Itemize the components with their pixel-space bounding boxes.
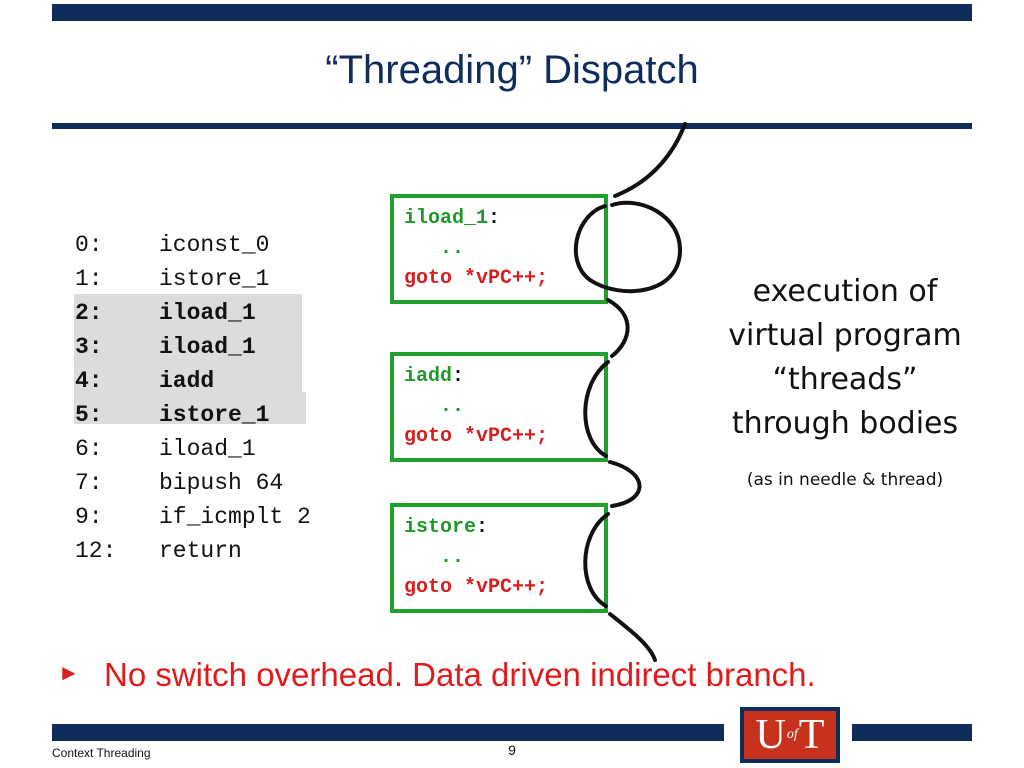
thread-segment <box>608 460 642 508</box>
note-line: through bodies <box>731 406 959 441</box>
thread-segment <box>608 612 657 662</box>
body-goto: goto *vPC++; <box>404 267 549 290</box>
bullet-text: No switch overhead. Data driven indirect… <box>104 656 816 693</box>
thread-segment <box>606 298 630 358</box>
body-istore: istore: .. goto *vPC++; <box>390 503 608 613</box>
body-colon: : <box>452 365 465 388</box>
note-line: virtual program <box>728 318 962 353</box>
body-ellipsis: .. <box>440 237 465 260</box>
logo-letter-u: U <box>755 712 786 758</box>
note: execution of virtual program “threads” t… <box>702 270 988 446</box>
thread-segment <box>583 360 610 458</box>
bytecode-instruction: bipush 64 <box>159 470 284 496</box>
body-colon: : <box>488 207 501 230</box>
title-rule <box>52 123 972 129</box>
footer-bar <box>52 724 724 741</box>
note-subtext: (as in needle & thread) <box>746 470 944 490</box>
note-line: execution of <box>752 274 938 309</box>
bytecode-offset: 2: <box>75 300 103 326</box>
body-iload-1: iload_1: .. goto *vPC++; <box>390 194 608 304</box>
body-goto: goto *vPC++; <box>404 576 549 599</box>
bytecode-instruction: istore_1 <box>159 266 270 292</box>
footer-bar <box>852 724 972 741</box>
body-label: iadd <box>404 365 453 388</box>
body-goto: goto *vPC++; <box>404 425 549 448</box>
body-label: iload_1 <box>404 207 489 230</box>
body-ellipsis: .. <box>440 546 465 569</box>
university-logo: U of T <box>740 707 840 763</box>
body-iadd: iadd: .. goto *vPC++; <box>390 352 608 462</box>
logo-letter-t: T <box>798 712 825 758</box>
body-label: istore <box>404 516 477 539</box>
thread-segment <box>613 122 687 198</box>
bytecode-offset: 0: <box>75 232 103 258</box>
bytecode-instruction: iadd <box>159 368 215 394</box>
slide-title: “Threading” Dispatch <box>325 48 699 92</box>
bytecode-instruction: return <box>159 538 242 564</box>
bytecode-offset: 6: <box>75 436 103 462</box>
page-number: 9 <box>508 742 516 758</box>
bytecode-instruction: iload_1 <box>159 436 256 462</box>
thread-segment <box>573 200 683 294</box>
logo-of: of <box>786 727 798 742</box>
bytecode-instruction: iconst_0 <box>159 232 270 258</box>
note-line: “threads” <box>772 362 918 397</box>
bytecode-offset: 5: <box>75 402 103 428</box>
footer-text: Context Threading <box>52 746 151 760</box>
bullet-arrow-icon: ► <box>58 660 80 685</box>
bytecode-instruction: if_icmplt 2 <box>159 504 311 530</box>
bytecode-offset: 7: <box>75 470 103 496</box>
bytecode-offset: 9: <box>75 504 103 530</box>
bytecode-offset: 4: <box>75 368 103 394</box>
top-bar <box>52 4 972 21</box>
body-colon: : <box>476 516 489 539</box>
bytecode-offset: 1: <box>75 266 103 292</box>
listing-highlight <box>74 392 306 424</box>
body-ellipsis: .. <box>440 395 465 418</box>
bytecode-offset: 12: <box>75 538 117 564</box>
listing-highlight <box>74 294 302 392</box>
bytecode-instruction: istore_1 <box>159 402 270 428</box>
bytecode-instruction: iload_1 <box>159 300 256 326</box>
bytecode-instruction: iload_1 <box>159 334 256 360</box>
bytecode-offset: 3: <box>75 334 103 360</box>
thread-segment <box>583 512 610 608</box>
